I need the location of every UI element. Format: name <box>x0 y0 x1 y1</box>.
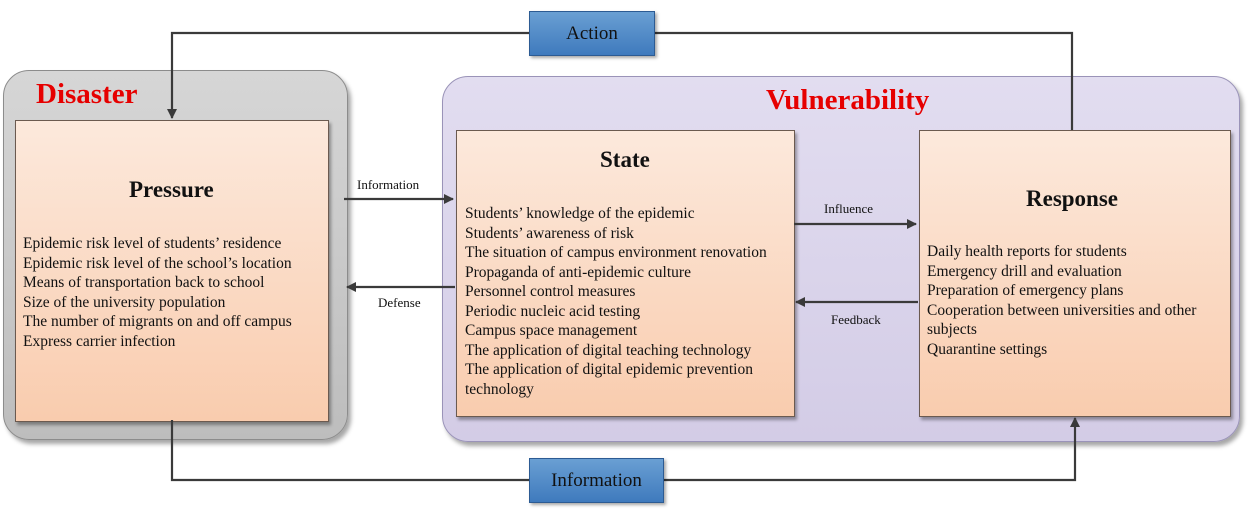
list-item: Epidemic risk level of students’ residen… <box>23 235 282 252</box>
list-item: The application of digital epidemic prev… <box>465 361 753 398</box>
pressure-heading: Pressure <box>129 177 214 202</box>
response-heading: Response <box>1026 186 1119 211</box>
list-item: Emergency drill and evaluation <box>927 262 1122 280</box>
response-list: Daily health reports for students Emerge… <box>927 242 1227 359</box>
state-box: State Students’ knowledge of the epidemi… <box>456 130 795 417</box>
list-item: Size of the university population <box>23 293 226 311</box>
list-item: Campus space management <box>465 322 638 339</box>
pressure-box: Pressure Epidemic risk level of students… <box>15 120 329 422</box>
list-item: Cooperation between universities and oth… <box>927 301 1197 339</box>
list-item: Epidemic risk level of the school’s loca… <box>23 254 292 272</box>
state-list: Students’ knowledge of the epidemic Stud… <box>465 204 790 399</box>
list-item: Express carrier infection <box>23 332 176 350</box>
response-box: Response Daily health reports for studen… <box>919 130 1231 417</box>
list-item: Periodic nucleic acid testing <box>465 302 641 320</box>
information-arrow-label: Information <box>357 177 420 192</box>
list-item: Personnel control measures <box>465 283 636 300</box>
list-item: Students’ awareness of risk <box>465 224 634 242</box>
information-label: Information <box>529 458 664 503</box>
list-item: Quarantine settings <box>927 340 1048 358</box>
list-item: The situation of campus environment reno… <box>465 244 767 261</box>
list-item: The application of digital teaching tech… <box>465 341 752 359</box>
list-item: Means of transportation back to school <box>23 274 265 291</box>
state-heading: State <box>600 147 650 172</box>
pressure-list: Epidemic risk level of students’ residen… <box>23 234 323 351</box>
list-item: Students’ knowledge of the epidemic <box>465 205 695 222</box>
list-item: Daily health reports for students <box>927 243 1127 260</box>
defense-arrow-label: Defense <box>378 295 421 310</box>
list-item: Preparation of emergency plans <box>927 282 1124 299</box>
list-item: Propaganda of anti-epidemic culture <box>465 263 691 281</box>
feedback-arrow-label: Feedback <box>831 312 881 327</box>
list-item: The number of migrants on and off campus <box>23 313 292 330</box>
disaster-title: Disaster <box>36 78 138 110</box>
action-label: Action <box>529 11 655 56</box>
vulnerability-title: Vulnerability <box>766 84 930 116</box>
influence-arrow-label: Influence <box>824 201 874 216</box>
